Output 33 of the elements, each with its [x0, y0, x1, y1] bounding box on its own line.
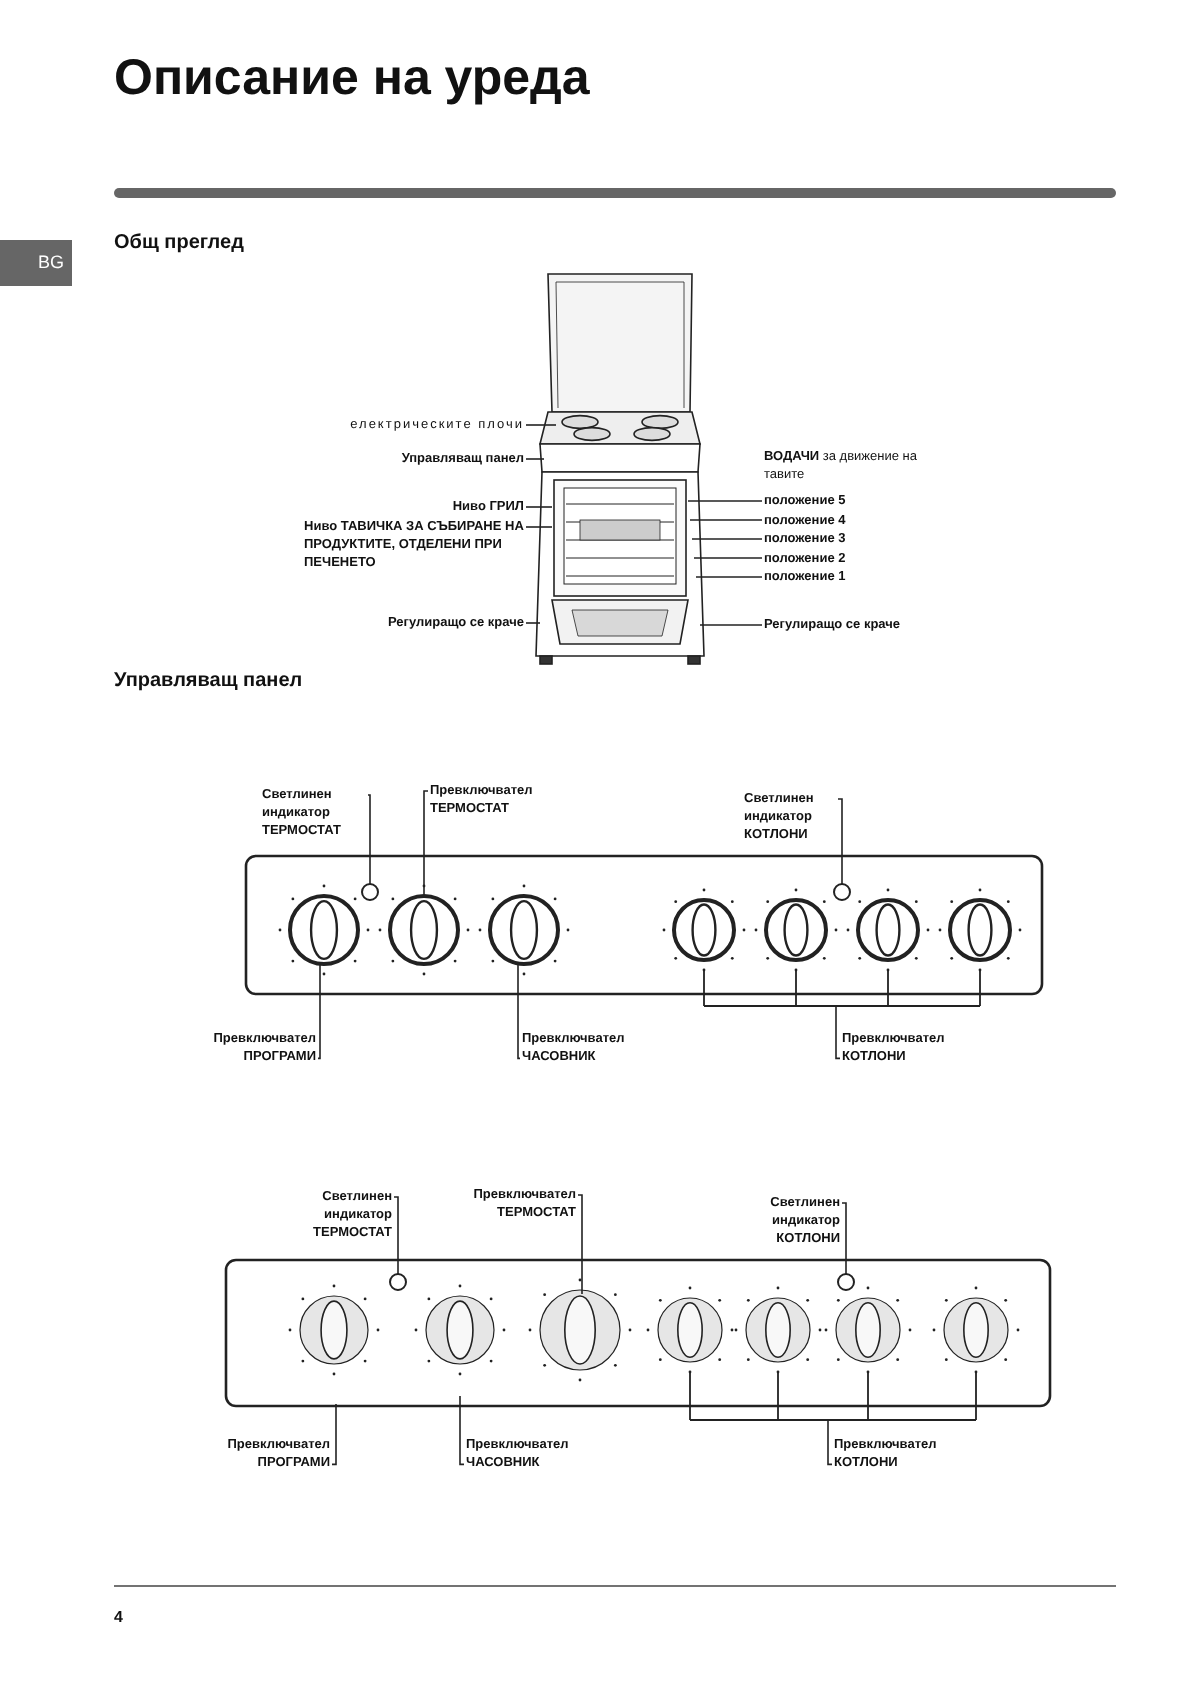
leader-line — [525, 526, 553, 528]
leader-line — [317, 963, 321, 1060]
page-number: 4 — [114, 1606, 125, 1629]
language-tab: BG — [0, 240, 72, 286]
control-panel-drawing — [224, 1258, 1052, 1421]
cooker-drawing — [535, 273, 705, 665]
leader-line — [577, 1194, 583, 1295]
section-heading: Общ преглед — [114, 230, 246, 258]
leader-line — [693, 557, 763, 559]
leader-line — [841, 1202, 847, 1275]
leader-line — [459, 1395, 465, 1466]
leader-line — [423, 790, 429, 899]
leader-line — [835, 1005, 841, 1060]
leader-line — [687, 500, 763, 502]
leader-line — [525, 458, 545, 460]
indicator-light — [833, 883, 851, 901]
leader-line — [699, 624, 763, 626]
leader-line — [691, 538, 763, 540]
section-heading: Управляващ панел — [114, 668, 305, 696]
leader-line — [689, 519, 763, 521]
leader-line — [393, 1196, 399, 1275]
indicator-light — [361, 883, 379, 901]
leader-line — [525, 622, 541, 624]
leader-line — [331, 1403, 337, 1466]
control-panel-drawing — [244, 854, 1044, 1007]
leader-line — [525, 424, 557, 426]
indicator-light — [837, 1273, 855, 1291]
leader-line — [695, 576, 763, 578]
indicator-light — [389, 1273, 407, 1291]
leader-line — [517, 963, 521, 1060]
page-title: Описание на уреда — [114, 48, 592, 108]
leader-line — [827, 1419, 833, 1466]
leader-line — [525, 506, 553, 508]
